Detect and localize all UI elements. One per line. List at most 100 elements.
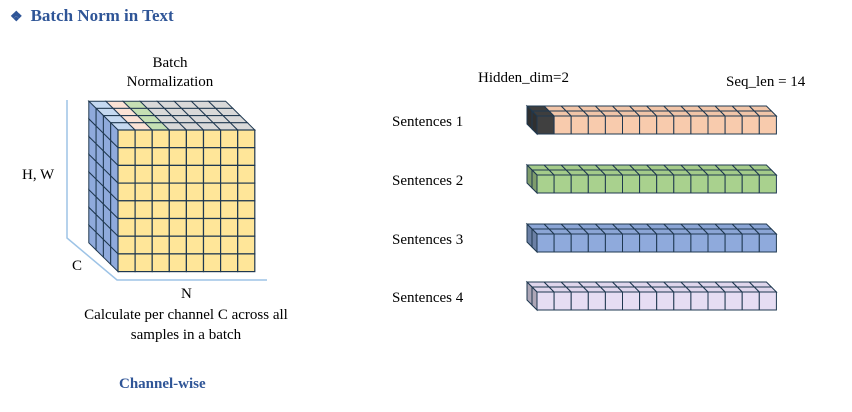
cube-front-cell — [185, 182, 205, 202]
token-cell — [604, 291, 624, 311]
token-cell — [724, 291, 743, 311]
axis-label-hw: H, W — [22, 167, 55, 183]
token-cell — [758, 233, 777, 253]
cube-front-cell — [237, 253, 256, 273]
cube-front-cell — [168, 253, 188, 273]
token-cell — [639, 233, 658, 253]
token-cell — [570, 115, 589, 135]
token-cell — [536, 174, 555, 194]
heading-line-2: Normalization — [126, 74, 214, 90]
cube-front-cell — [117, 129, 136, 149]
token-cell — [622, 174, 641, 194]
token-cell — [724, 174, 743, 194]
cube-front-cell — [117, 253, 136, 273]
slide-title: ❖ Batch Norm in Text — [10, 6, 174, 26]
token-cell — [741, 233, 760, 253]
token-cell — [622, 115, 641, 135]
token-cell — [622, 233, 641, 253]
token-cell — [673, 233, 692, 253]
token-cell — [604, 174, 624, 194]
cube-front-cell — [237, 217, 256, 237]
cube-front-cell — [117, 217, 136, 237]
cube-front-cell — [220, 129, 239, 149]
cube-front-cell — [117, 182, 136, 202]
cube-front-cell — [151, 235, 170, 255]
cube-front-cell — [134, 200, 153, 220]
token-cell — [587, 233, 606, 253]
sentence-label-2: Sentences 2 — [392, 173, 464, 189]
cube-front-cell — [237, 182, 256, 202]
token-cell — [724, 115, 743, 135]
axis-label-c: C — [72, 258, 83, 274]
cube-front-cell — [168, 200, 188, 220]
cube-front-cell — [202, 129, 222, 149]
cube-front-cell — [202, 164, 222, 184]
token-cell — [656, 115, 675, 135]
cube-front-cell — [185, 147, 205, 166]
token-cell — [690, 233, 709, 253]
token-cell — [553, 233, 572, 253]
cube-front-cell — [202, 217, 222, 237]
token-cell — [553, 174, 572, 194]
token-cell — [724, 233, 743, 253]
diamond-bullet-icon: ❖ — [10, 10, 23, 25]
cube-front-cell — [134, 235, 153, 255]
token-cell — [758, 291, 777, 311]
heading-line-1: Batch — [152, 55, 188, 71]
token-cell — [553, 115, 572, 135]
caption: Calculate per channel C across all sampl… — [56, 305, 316, 345]
token-cell — [536, 115, 555, 135]
cube-front-cell — [220, 182, 239, 202]
token-cell — [707, 291, 726, 311]
cube-front-cell — [134, 147, 153, 166]
token-cell — [536, 233, 555, 253]
cube-front-cell — [151, 253, 170, 273]
title-text: Batch Norm in Text — [30, 6, 174, 25]
token-cell — [639, 291, 658, 311]
sentence-label-1: Sentences 1 — [392, 114, 464, 130]
cube-front-cell — [220, 164, 239, 184]
cube-front-cell — [151, 200, 170, 220]
cube-front-cell — [220, 147, 239, 166]
token-cell — [758, 174, 777, 194]
token-cell — [758, 115, 777, 135]
cube-front-cell — [220, 200, 239, 220]
cube-front-cell — [237, 129, 256, 149]
token-cell — [707, 115, 726, 135]
cube-front-cell — [168, 182, 188, 202]
channel-wise-label: Channel-wise — [119, 376, 206, 392]
cube-front-cell — [185, 129, 205, 149]
cube-front-cell — [202, 200, 222, 220]
token-cell — [587, 115, 606, 135]
token-cell — [604, 115, 624, 135]
token-cell — [622, 291, 641, 311]
token-cell — [604, 233, 624, 253]
cube-front-cell — [185, 235, 205, 255]
cube-front-cell — [168, 129, 188, 149]
token-cell — [707, 174, 726, 194]
sentence-label-3: Sentences 3 — [392, 232, 464, 248]
token-cell — [690, 174, 709, 194]
cube-front-cell — [237, 235, 256, 255]
axis-lines — [66, 100, 267, 281]
token-cell — [536, 291, 555, 311]
cube-front-cell — [168, 147, 188, 166]
cube-front-cell — [117, 164, 136, 184]
token-cell — [656, 233, 675, 253]
token-cell — [673, 115, 692, 135]
cube-front-cell — [134, 164, 153, 184]
token-cell — [673, 291, 692, 311]
token-cell — [570, 174, 589, 194]
cube-front-cell — [185, 164, 205, 184]
token-cell — [690, 291, 709, 311]
token-cell — [570, 291, 589, 311]
token-cell — [673, 174, 692, 194]
token-cell — [656, 291, 675, 311]
token-cell — [741, 174, 760, 194]
cube-front-cell — [220, 253, 239, 273]
token-cell — [570, 233, 589, 253]
token-cell — [656, 174, 675, 194]
token-cell — [741, 115, 760, 135]
cube-front-cell — [168, 217, 188, 237]
